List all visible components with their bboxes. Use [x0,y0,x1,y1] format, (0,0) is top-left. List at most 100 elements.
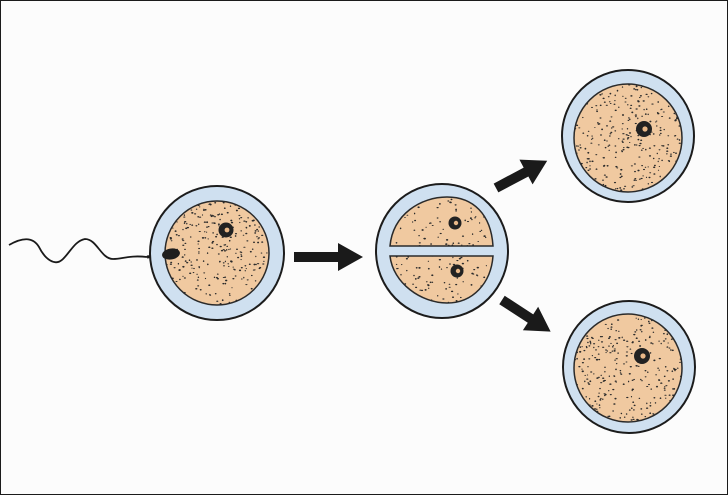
speckle [262,256,266,259]
speckle [202,260,205,262]
speckle [258,237,260,239]
speckle [627,146,630,149]
speckle [405,257,408,260]
speckle [590,371,593,373]
speckle [207,225,210,228]
speckle [602,398,604,401]
speckle [610,131,613,134]
speckle [203,208,205,210]
speckle [627,136,630,139]
speckle [229,205,232,208]
speckle [199,289,202,291]
speckle [670,349,672,351]
speckle [576,351,578,354]
speckle [229,294,231,296]
speckle [626,340,629,342]
speckle [429,281,432,284]
speckle [627,380,630,383]
speckle [635,329,638,331]
speckle [628,372,631,375]
speckle [621,140,624,142]
speckle [656,120,658,122]
speckle [576,124,579,127]
speckle [641,164,643,167]
speckle [621,128,623,130]
speckle [395,263,398,265]
speckle [602,179,604,182]
speckle [595,168,598,170]
speckle [211,222,214,224]
speckle [234,235,237,237]
speckle [446,266,448,269]
speckle [219,218,221,221]
speckle [606,164,609,167]
speckle [647,182,649,185]
speckle [223,265,225,267]
speckle [606,140,608,142]
speckle [235,209,238,212]
speckle [183,222,186,224]
speckle [198,223,200,226]
speckle [203,221,206,223]
speckle [216,243,218,246]
speckle [228,239,231,242]
speckle [480,229,483,231]
speckle [429,174,431,176]
speckle [204,237,207,239]
speckle [597,144,600,146]
speckle [218,225,220,227]
speckle [608,415,611,418]
speckle [216,273,219,275]
speckle [202,209,205,211]
speckle [635,88,637,91]
speckle [595,154,598,156]
speckle [222,249,225,251]
speckle [664,366,667,368]
daughter-bottom-nucleolus [640,353,646,359]
speckle [215,276,218,279]
speckle [650,92,653,95]
speckle [668,394,671,396]
speckle [666,152,668,155]
speckle [614,397,617,400]
speckle [226,211,229,214]
speckle [576,357,578,360]
speckle [225,279,228,282]
speckle [640,86,642,89]
speckle [404,216,406,219]
speckle [216,277,219,280]
speckle [608,390,610,392]
speckle [673,112,676,115]
speckle [622,95,624,97]
speckle [438,259,442,261]
speckle [209,214,212,216]
speckle [227,265,230,267]
daughter-bottom-speckles [574,317,682,421]
speckle [487,305,489,306]
speckle [213,276,216,279]
speckle [222,282,225,285]
speckle [658,369,660,371]
speckle [599,93,602,96]
speckle [217,253,220,255]
speckle [614,145,617,147]
speckle [228,248,230,251]
speckle [649,172,652,174]
speckle [183,291,186,294]
speckle [641,85,644,88]
speckle [629,366,632,368]
daughter-cell-bottom [562,300,696,434]
speckle [255,263,257,266]
speckle [428,324,430,326]
speckle [582,116,584,119]
speckle [406,269,408,272]
speckle [232,266,234,268]
speckle [407,256,410,258]
speckle [201,237,205,239]
speckle [652,413,655,415]
speckle [594,356,597,359]
speckle [428,287,430,289]
speckle [424,176,426,177]
speckle [403,189,405,191]
